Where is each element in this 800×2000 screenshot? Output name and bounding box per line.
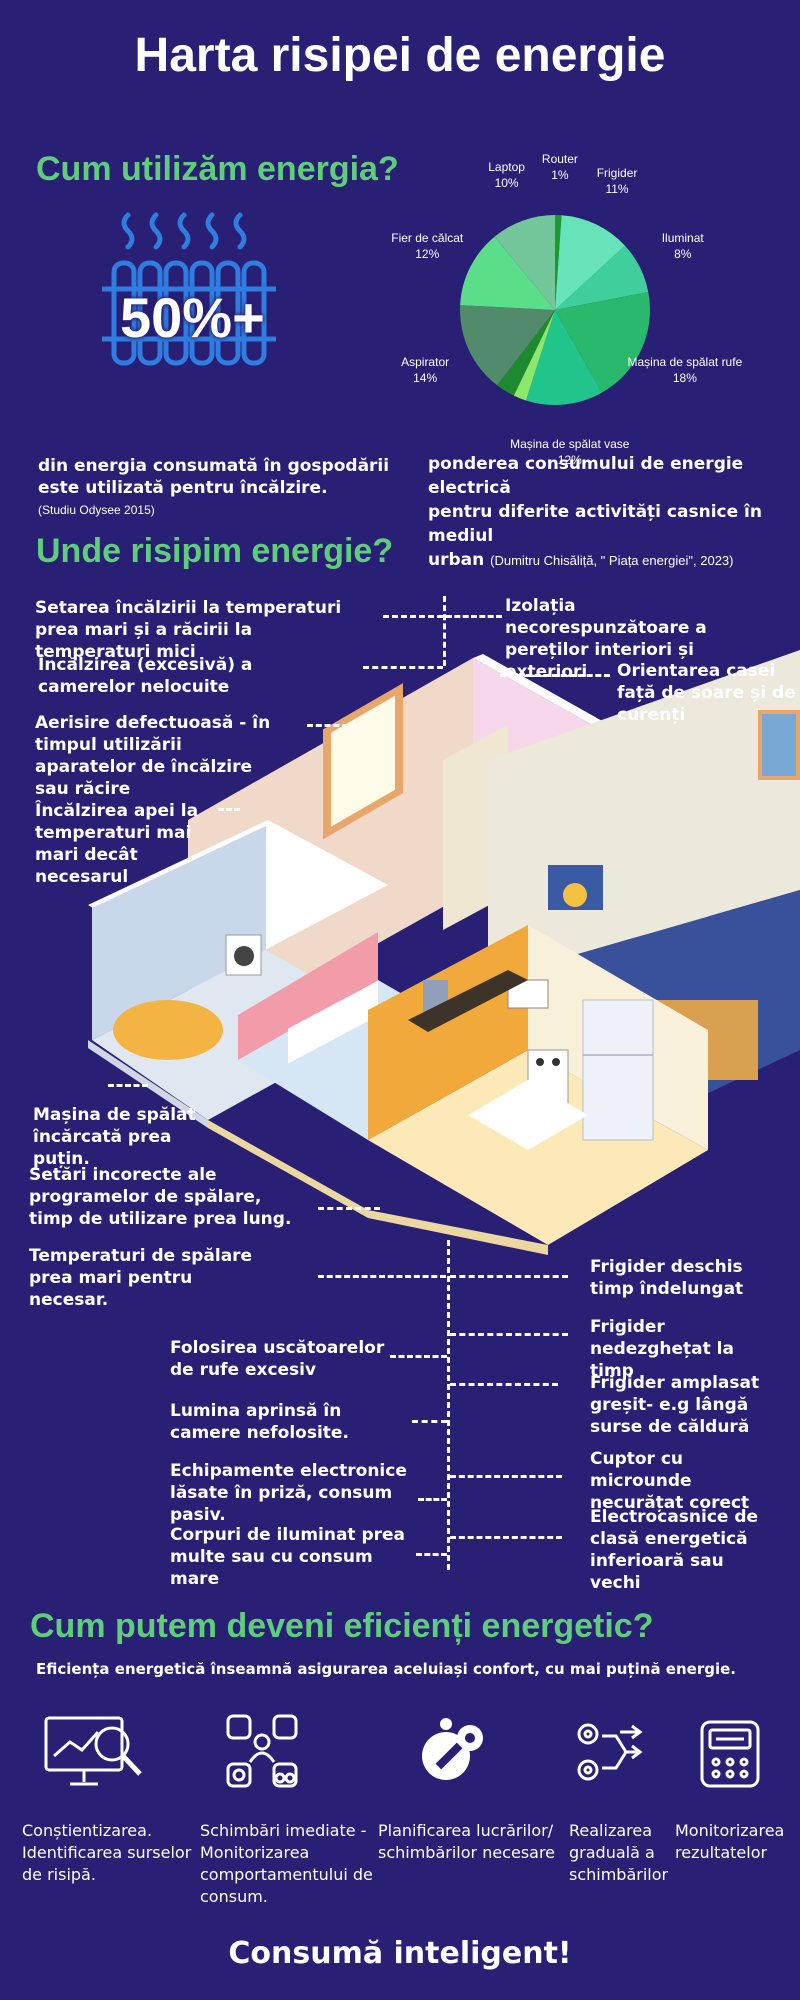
step-monitoring-text: Monitorizarea rezultatelor xyxy=(675,1821,785,1862)
waste-item-light-fixtures: Corpuri de iluminat prea multe sau cu co… xyxy=(170,1525,406,1589)
gears-arrows-icon xyxy=(574,1718,644,1788)
usage-left-source: (Studiu Odysee 2015) xyxy=(38,503,155,517)
waste-item-lights-on: Lumina aprinsă în camere nefolosite. xyxy=(170,1401,349,1443)
pie-slice xyxy=(555,292,650,393)
usage-right-line-2: pentru diferite activități casnice în me… xyxy=(428,502,762,546)
pie-slice xyxy=(555,245,649,310)
person-devices-icon xyxy=(222,1712,302,1792)
waste-item-orientation: Orientarea casei față de soare și de cur… xyxy=(617,661,796,725)
waste-item-dryer: Folosirea uscătoarelor de rufe excesiv xyxy=(170,1338,385,1380)
waste-item-insulation: Izolația necorespunzătoare a pereților i… xyxy=(505,596,707,682)
page-title: Harta risipei de energie xyxy=(134,29,666,82)
waste-item-washer-load: Mașina de spălat încărcată prea puțin. xyxy=(33,1105,196,1169)
waste-item-wash-programs: Setări incorecte ale programelor de spăl… xyxy=(29,1165,292,1229)
section-waste-heading: Unde risipim energie? xyxy=(36,532,394,570)
waste-item-water-temp: Încălzirea apei la temperaturi mai mari … xyxy=(35,801,199,887)
section-efficiency-heading: Cum putem deveni eficienți energetic? xyxy=(30,1607,654,1645)
pie-slice xyxy=(460,305,555,386)
waste-item-ventilation: Aerisire defectuoasă - în timpul utiliză… xyxy=(35,713,271,799)
usage-right-line-1: ponderea consumului de energie electrică xyxy=(428,454,744,498)
waste-item-standby: Echipamente electronice lăsate în priză,… xyxy=(170,1461,407,1525)
usage-left-line-2: este utilizată pentru încălzire. xyxy=(38,478,328,498)
big-stat: 50%+ xyxy=(120,286,265,349)
step-immediate-text: Schimbări imediate - Monitorizarea compo… xyxy=(200,1821,373,1906)
usage-right-line-3: urban xyxy=(428,550,485,570)
pie-slice xyxy=(494,215,555,310)
usage-right-source: (Dumitru Chisăliță, " Piața energiei", 2… xyxy=(490,553,734,568)
waste-item-fridge-open: Frigider deschis timp îndelungat xyxy=(590,1257,744,1299)
monitor-analysis-icon xyxy=(42,1712,147,1792)
pie-slice xyxy=(555,215,562,310)
step-gradual-text: Realizarea graduală a schimbărilor xyxy=(569,1821,669,1884)
pie-slice xyxy=(525,310,603,405)
efficiency-subtitle: Eficiența energetică înseamnă asigurarea… xyxy=(36,1660,736,1678)
step-awareness-text: Conștientizarea. Identificarea surselor … xyxy=(22,1821,192,1884)
waste-item-fridge-placement: Frigider amplasat greșit- e.g lângă surs… xyxy=(590,1373,760,1437)
pie-slice xyxy=(497,310,555,396)
section-usage-heading: Cum utilizăm energia? xyxy=(36,150,399,188)
gear-pencil-icon xyxy=(412,1712,492,1792)
radiator-icon xyxy=(100,205,280,380)
pie-slice xyxy=(460,236,555,310)
meter-icon xyxy=(698,1718,762,1790)
footer-slogan: Consumă inteligent! xyxy=(228,1936,572,1971)
usage-right-text: ponderea consumului de energie electrică… xyxy=(428,452,788,572)
usage-left-text: din energia consumată în gospodării este… xyxy=(38,455,398,517)
waste-item-fridge-defrost: Frigider nedezghețat la timp xyxy=(590,1317,734,1381)
energy-pie-chart xyxy=(460,215,650,405)
waste-item-heating-temp: Setarea încălzirii la temperaturi prea m… xyxy=(35,598,342,662)
pie-slice xyxy=(513,310,555,401)
waste-item-microwave: Cuptor cu microunde necurățat corect xyxy=(590,1449,750,1513)
pie-slice xyxy=(555,215,626,310)
waste-item-wash-temp: Temperaturi de spălare prea mari pentru … xyxy=(29,1246,253,1310)
waste-item-appliance-class: Electrocasnice de clasă energetică infer… xyxy=(590,1507,759,1593)
house-illustration xyxy=(88,650,800,1290)
usage-left-line-1: din energia consumată în gospodării xyxy=(38,456,390,476)
waste-item-unused-rooms: Încălzirea (excesivă) a camerelor nelocu… xyxy=(38,655,253,697)
step-planning-text: Planificarea lucrărilor/ schimbărilor ne… xyxy=(378,1821,556,1862)
